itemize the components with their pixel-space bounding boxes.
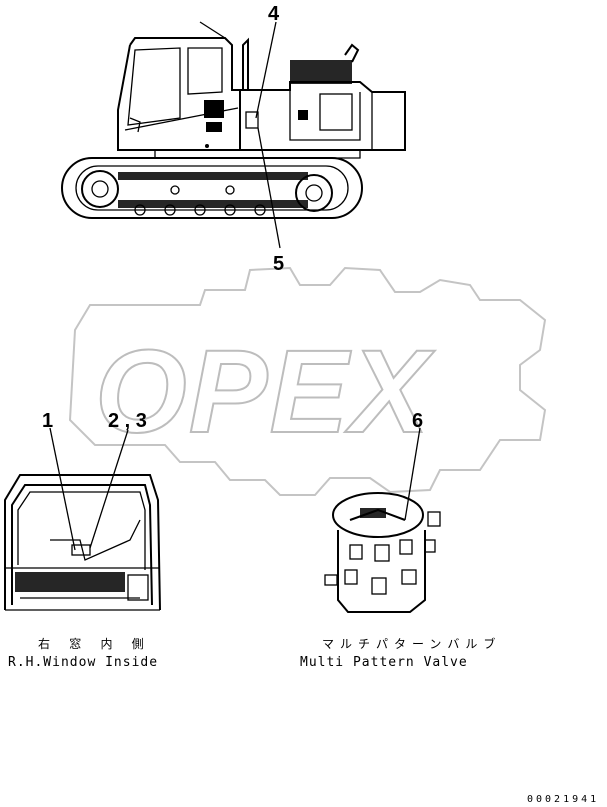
valve-caption-jp: マルチパターンバルブ [322, 636, 501, 651]
window-caption-jp: 右 窓 内 側 [38, 636, 150, 651]
window-inside-illustration [4, 427, 161, 611]
drawing-code: 00021941 [527, 794, 599, 805]
excavator-illustration [61, 21, 406, 249]
window-caption-en: R.H.Window Inside [8, 655, 158, 670]
callout-1: 1 [42, 410, 53, 432]
callout-4: 4 [268, 3, 280, 25]
valve-caption-en: Multi Pattern Valve [300, 655, 468, 670]
callout-6: 6 [412, 410, 423, 432]
callout-5: 5 [273, 253, 284, 275]
watermark-text: OPEX [95, 326, 435, 458]
callout-2-3: 2 , 3 [108, 410, 147, 432]
watermark-logo: OPEX [68, 266, 547, 496]
valve-illustration [324, 427, 441, 613]
watermark-gear-icon [68, 266, 547, 496]
